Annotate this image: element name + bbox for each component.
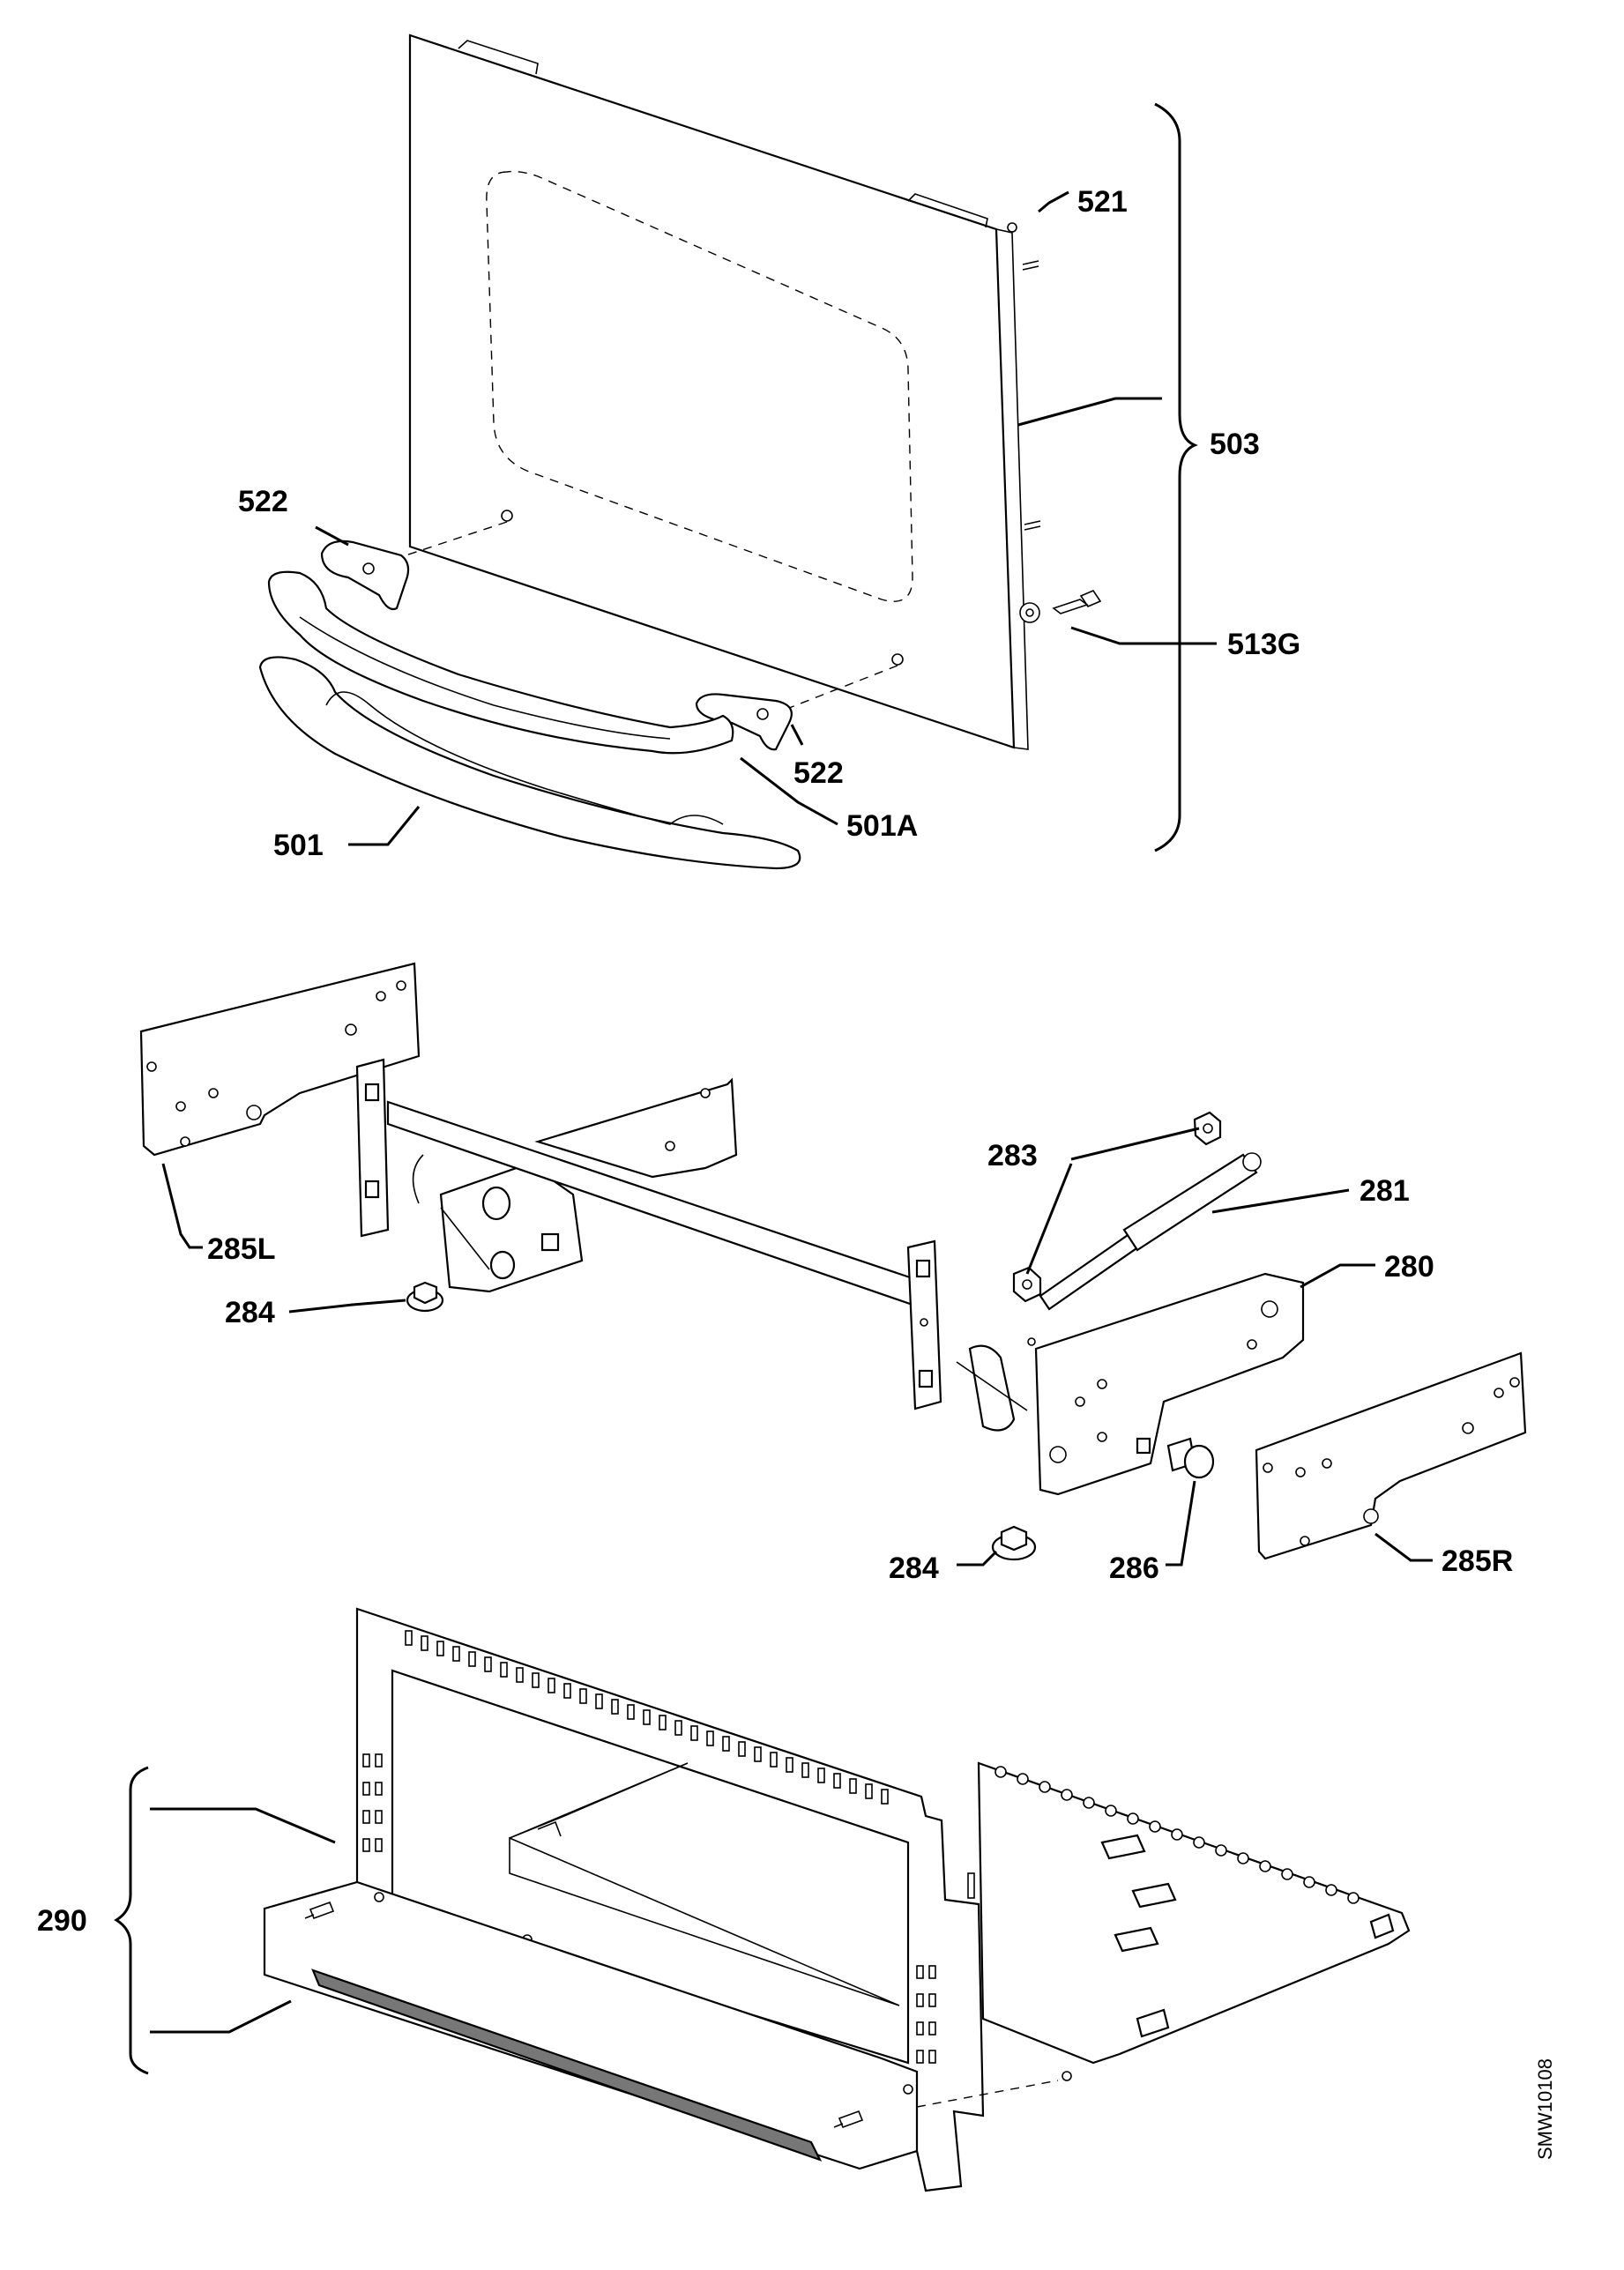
- side-plate-285L: [139, 962, 421, 1157]
- handle-spacer-left: [320, 540, 410, 611]
- label-281: 281: [1360, 1174, 1410, 1208]
- label-285L: 285L: [207, 1232, 276, 1266]
- label-290: 290: [37, 1904, 87, 1938]
- hinge-frame-left-bracket: [355, 1058, 584, 1293]
- handle-inner-501A: [267, 570, 734, 755]
- leader-lines-frame: [150, 1807, 336, 2034]
- leader-lines-hinge: [161, 1127, 1433, 1567]
- label-280: 280: [1384, 1250, 1434, 1284]
- tray-perforations: [995, 1766, 1360, 1904]
- label-285R: 285R: [1441, 1544, 1513, 1578]
- bracket-290: [114, 1766, 149, 2075]
- label-522-bottom: 522: [793, 756, 844, 790]
- label-284-left: 284: [225, 1296, 275, 1329]
- nut-284-left: [406, 1281, 444, 1313]
- door-panel: [378, 33, 1102, 750]
- label-286: 286: [1109, 1552, 1159, 1585]
- vent-slots: [405, 1630, 889, 1805]
- label-284-right: 284: [889, 1552, 939, 1585]
- bushing-286: [1166, 1437, 1215, 1479]
- label-283: 283: [987, 1139, 1038, 1172]
- label-522-top: 522: [238, 485, 288, 518]
- label-503: 503: [1210, 428, 1260, 461]
- label-521: 521: [1077, 185, 1128, 219]
- front-frame-290: [263, 1607, 1411, 2192]
- label-513G: 513G: [1227, 628, 1300, 661]
- leader-lines-door: [315, 190, 1217, 846]
- document-id: SMW10108: [1534, 2058, 1556, 2160]
- gas-spring-281: [1039, 1152, 1262, 1311]
- arm-280: [1027, 1272, 1305, 1496]
- label-501A: 501A: [846, 809, 918, 843]
- bracket-503: [1154, 102, 1198, 852]
- side-plate-285R: [1255, 1351, 1527, 1560]
- label-501: 501: [273, 829, 324, 862]
- nut-284-right: [991, 1525, 1037, 1561]
- handle-outer-501: [258, 656, 801, 870]
- hinge-frame-right-bracket: [906, 1239, 1028, 1432]
